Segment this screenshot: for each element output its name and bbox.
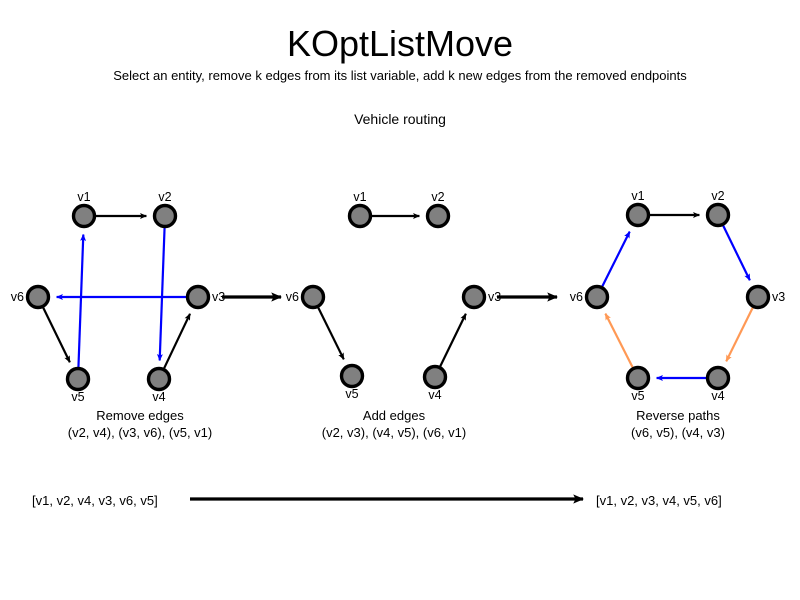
- node-circle-v4[interactable]: [422, 364, 448, 390]
- section-label: Vehicle routing: [354, 111, 446, 127]
- node-label-v1: v1: [77, 190, 90, 204]
- node-circle-v3[interactable]: [745, 284, 771, 310]
- node-v5[interactable]: v5: [339, 363, 365, 402]
- node-circle-v3[interactable]: [461, 284, 487, 310]
- node-circle-v5[interactable]: [625, 365, 651, 391]
- panel-remove: v1 v2 v3 v4 v5 v6: [11, 190, 225, 404]
- node-label-v3: v3: [488, 290, 501, 304]
- node-v2[interactable]: v2: [705, 189, 731, 228]
- node-group: v1 v2 v3 v4 v5 v6: [11, 190, 225, 404]
- node-v6[interactable]: v6: [570, 284, 610, 310]
- edge-group: [42, 213, 192, 369]
- panel-caption-add: Add edges (v2, v3), (v4, v5), (v6, v1): [194, 407, 594, 441]
- node-label-v2: v2: [158, 190, 171, 204]
- edge-v5-v1-removed: [77, 233, 87, 368]
- node-circle-v4[interactable]: [705, 365, 731, 391]
- list-before: [v1, v2, v4, v3, v6, v5]: [32, 493, 158, 508]
- node-label-v5: v5: [631, 389, 644, 403]
- node-label-v6: v6: [286, 290, 299, 304]
- node-circle-v2[interactable]: [152, 203, 178, 229]
- node-v1[interactable]: v1: [71, 190, 97, 229]
- node-circle-v1[interactable]: [625, 202, 651, 228]
- node-label-v4: v4: [428, 388, 441, 402]
- node-v4[interactable]: v4: [146, 366, 172, 405]
- caption-detail: (v2, v4), (v3, v6), (v5, v1): [67, 425, 213, 440]
- list-after: [v1, v2, v3, v4, v5, v6]: [596, 493, 722, 508]
- node-v4[interactable]: v4: [422, 364, 448, 403]
- node-label-v1: v1: [353, 190, 366, 204]
- edge-v3-v4-reversed: [725, 307, 754, 362]
- node-circle-v1[interactable]: [347, 203, 373, 229]
- edge-v2-v3-added: [722, 225, 751, 281]
- node-label-v5: v5: [71, 390, 84, 404]
- page-subtitle: Select an entity, remove k edges from it…: [113, 68, 687, 83]
- node-v3[interactable]: v3: [461, 284, 502, 310]
- node-label-v6: v6: [570, 290, 583, 304]
- node-v1[interactable]: v1: [347, 190, 373, 229]
- caption-title: Remove edges: [96, 408, 184, 423]
- node-circle-v6[interactable]: [584, 284, 610, 310]
- node-v1[interactable]: v1: [625, 189, 651, 228]
- edge-v4-v3-kept: [439, 313, 467, 367]
- node-label-v2: v2: [711, 189, 724, 203]
- node-v3[interactable]: v3: [745, 284, 786, 310]
- node-group: v1 v2 v3 v4 v5 v6: [286, 190, 501, 402]
- node-v2[interactable]: v2: [152, 190, 178, 229]
- node-v5[interactable]: v5: [65, 366, 91, 405]
- edge-v6-v5-kept: [42, 307, 71, 363]
- caption-detail: (v6, v5), (v4, v3): [631, 425, 725, 440]
- node-label-v3: v3: [212, 290, 225, 304]
- node-v4[interactable]: v4: [705, 365, 731, 404]
- node-circle-v1[interactable]: [71, 203, 97, 229]
- panel-caption-remove: Remove edges (v2, v4), (v3, v6), (v5, v1…: [0, 407, 340, 441]
- node-label-v6: v6: [11, 290, 24, 304]
- edge-v5-v6-reversed: [604, 312, 634, 368]
- node-label-v5: v5: [345, 387, 358, 401]
- node-circle-v2[interactable]: [425, 203, 451, 229]
- node-v5[interactable]: v5: [625, 365, 651, 404]
- node-circle-v5[interactable]: [339, 363, 365, 389]
- node-v2[interactable]: v2: [425, 190, 451, 229]
- panel-caption-reverse: Reverse paths (v6, v5), (v4, v3): [478, 407, 800, 441]
- node-label-v4: v4: [152, 390, 165, 404]
- node-label-v1: v1: [631, 189, 644, 203]
- node-v6[interactable]: v6: [11, 284, 51, 310]
- node-circle-v6[interactable]: [300, 284, 326, 310]
- edge-v6-v5-kept: [317, 307, 345, 360]
- node-circle-v4[interactable]: [146, 366, 172, 392]
- panel-reverse: v1 v2 v3 v4 v5 v6: [570, 189, 785, 403]
- node-circle-v6[interactable]: [25, 284, 51, 310]
- page-title: KOptListMove: [286, 23, 514, 64]
- edge-v2-v4-removed: [156, 227, 166, 362]
- edge-v4-v3-kept: [163, 313, 192, 369]
- panel-add: v1 v2 v3 v4 v5 v6: [286, 190, 501, 402]
- node-v6[interactable]: v6: [286, 284, 326, 310]
- node-label-v2: v2: [431, 190, 444, 204]
- node-v3[interactable]: v3: [185, 284, 226, 310]
- node-label-v4: v4: [711, 389, 724, 403]
- node-circle-v3[interactable]: [185, 284, 211, 310]
- caption-detail: (v2, v3), (v4, v5), (v6, v1): [321, 425, 467, 440]
- node-circle-v2[interactable]: [705, 202, 731, 228]
- node-circle-v5[interactable]: [65, 366, 91, 392]
- edge-group: [317, 213, 467, 367]
- caption-title: Reverse paths: [636, 408, 720, 423]
- edge-group: [601, 212, 754, 381]
- node-label-v3: v3: [772, 290, 785, 304]
- edge-v6-v1-added: [601, 231, 631, 287]
- node-group: v1 v2 v3 v4 v5 v6: [570, 189, 785, 403]
- caption-title: Add edges: [362, 408, 426, 423]
